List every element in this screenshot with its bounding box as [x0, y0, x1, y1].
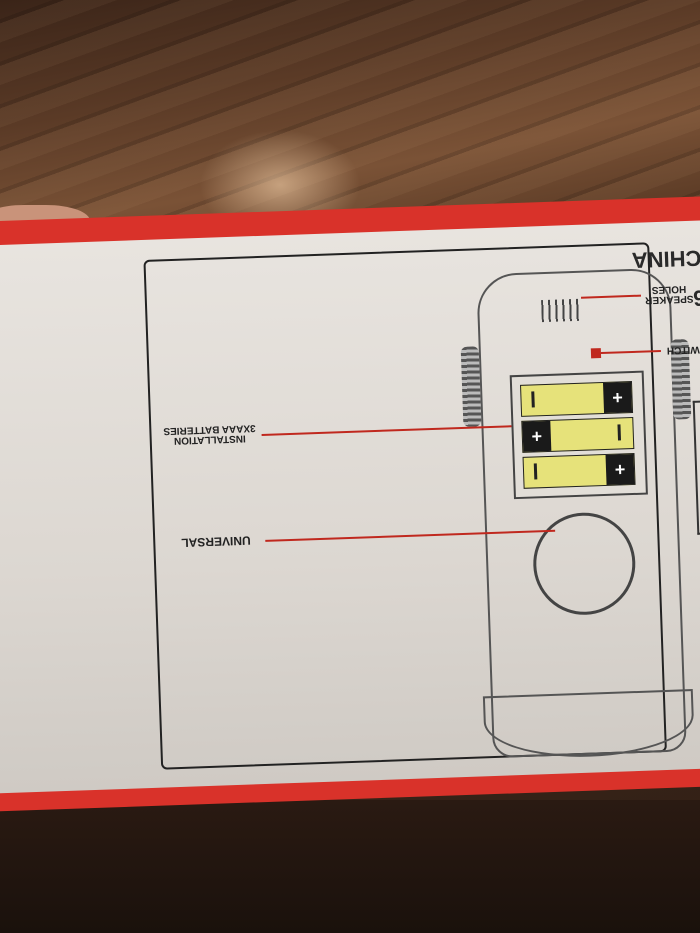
- side-frame: [692, 398, 700, 535]
- car-bumper: [482, 689, 695, 761]
- plus-terminal: +: [603, 382, 633, 413]
- battery-bay: + + +: [509, 370, 648, 500]
- switch-label: SWITCH: [666, 343, 700, 356]
- speaker-holes-grill: [541, 298, 582, 323]
- box-panel: CHINA 6 + +: [0, 218, 700, 794]
- battery: +: [521, 416, 635, 453]
- switch-marker: [590, 348, 602, 359]
- product-box: CHINA 6 + +: [0, 194, 700, 812]
- dark-floor: [0, 800, 700, 933]
- plus-terminal: +: [605, 453, 635, 485]
- wheel: [460, 346, 482, 427]
- toy-car-underside-drawing: + + +: [460, 267, 695, 761]
- battery: +: [522, 452, 636, 489]
- partial-number: 6: [692, 285, 700, 311]
- universal-wheel: [531, 511, 638, 617]
- plus-terminal: +: [522, 420, 552, 452]
- battery: +: [520, 380, 634, 417]
- leader-line: [261, 425, 512, 436]
- universal-label: UNIVERSAL: [181, 533, 251, 550]
